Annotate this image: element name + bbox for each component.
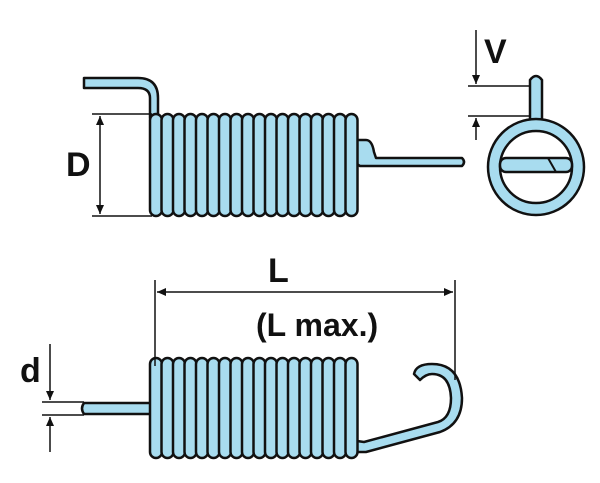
label-L-max: (L max.) <box>256 307 378 343</box>
bottom-spring <box>80 356 464 460</box>
bottom-spring-coil <box>183 356 198 460</box>
bottom-spring-coil <box>321 356 336 460</box>
dimension-L: L (L max.) <box>154 252 456 380</box>
bottom-spring-coil <box>160 356 175 460</box>
top-spring-coil <box>286 112 302 218</box>
bottom-spring-coil <box>240 356 256 460</box>
bottom-spring-coils <box>148 356 359 460</box>
label-L: L <box>268 252 289 290</box>
bottom-spring-coil <box>217 356 233 460</box>
top-spring-coil <box>298 112 313 218</box>
bottom-spring-coil <box>309 356 325 460</box>
bottom-spring-right-hook <box>348 362 464 454</box>
bottom-spring-coil <box>171 356 187 460</box>
top-spring-coil <box>160 112 175 218</box>
top-spring-coil <box>263 112 279 218</box>
top-spring-coil <box>171 112 187 218</box>
top-spring <box>82 76 466 218</box>
bottom-spring-coil <box>286 356 302 460</box>
bottom-spring-coil <box>275 356 290 460</box>
top-spring-right-end <box>348 138 466 168</box>
bottom-spring-coil <box>332 356 348 460</box>
top-spring-coil <box>206 112 221 218</box>
end-view-bar <box>498 156 574 174</box>
label-V: V <box>484 33 507 71</box>
top-spring-coil <box>332 112 348 218</box>
top-spring-coils <box>148 112 359 218</box>
top-spring-coil <box>148 112 164 218</box>
bottom-spring-coil <box>206 356 221 460</box>
dimension-V: V <box>468 30 530 140</box>
bottom-spring-coil <box>148 356 164 460</box>
bottom-spring-coil <box>298 356 313 460</box>
bottom-spring-left-end <box>80 401 157 416</box>
dimension-d: d <box>20 344 84 452</box>
top-spring-coil <box>217 112 233 218</box>
bottom-spring-coil <box>229 356 244 460</box>
dimension-D: D <box>66 113 152 217</box>
end-view-stem <box>528 74 544 128</box>
top-spring-coil <box>275 112 290 218</box>
label-d: d <box>20 352 41 390</box>
bottom-spring-coil <box>252 356 267 460</box>
bottom-spring-coil <box>194 356 210 460</box>
top-spring-coil <box>252 112 267 218</box>
label-D: D <box>66 146 91 184</box>
top-spring-coil <box>344 112 359 218</box>
top-spring-coil <box>194 112 210 218</box>
top-spring-coil <box>309 112 325 218</box>
bottom-spring-coil <box>263 356 279 460</box>
top-spring-coil <box>240 112 256 218</box>
top-spring-left-hook <box>82 76 160 120</box>
top-spring-coil <box>183 112 198 218</box>
top-spring-coil <box>229 112 244 218</box>
top-spring-coil <box>321 112 336 218</box>
end-view <box>486 74 586 217</box>
bottom-spring-coil <box>344 356 359 460</box>
